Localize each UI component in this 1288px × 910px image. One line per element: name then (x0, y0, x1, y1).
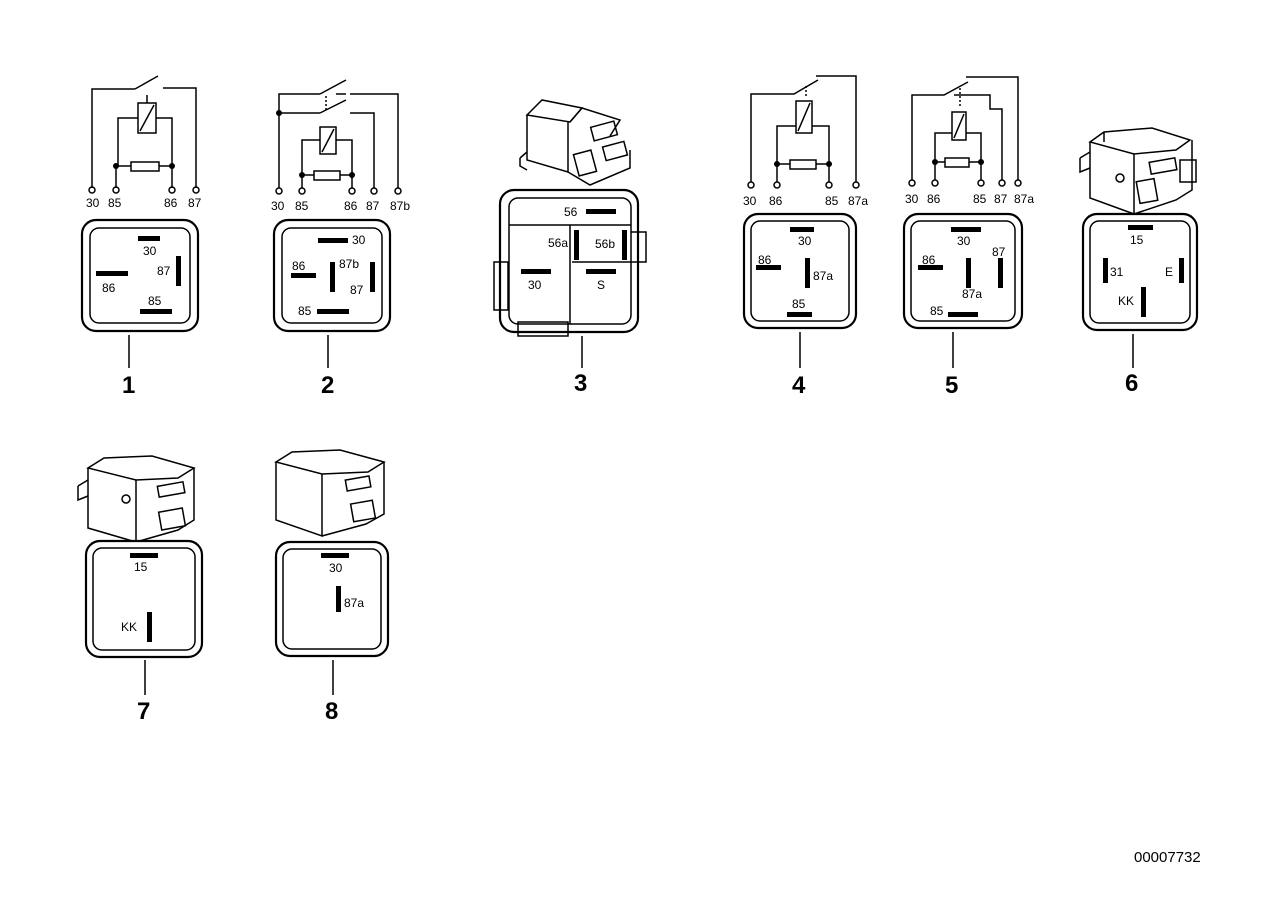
relay-1-face-85: 85 (148, 294, 162, 308)
relay-4: 30 86 85 87a 30 86 87a 85 4 (742, 75, 868, 399)
relay-4-number: 4 (792, 372, 806, 399)
relay-3-face: 56 56a 56b 30 S (493, 188, 647, 337)
relay-2-face-30: 30 (352, 233, 366, 247)
relay-5-terminal-85: 85 (973, 192, 987, 206)
relay-2-terminal-86: 86 (344, 199, 358, 213)
relay-2-number: 2 (321, 372, 334, 399)
relay-5-face-85: 85 (930, 304, 944, 318)
relay-2-face-87b: 87b (339, 257, 359, 271)
relay-1-number: 1 (122, 372, 135, 399)
relay-2-face-87: 87 (350, 283, 364, 297)
relay-6-face-E: E (1165, 265, 1173, 279)
relay-2-terminal-87: 87 (366, 199, 380, 213)
relay-5-face-87a: 87a (962, 287, 982, 301)
relay-5-face: 30 86 87 87a 85 (902, 212, 1024, 330)
relay-7-face: 15 KK (84, 539, 204, 659)
relay-8-number: 8 (325, 698, 338, 725)
relay-1-face: 30 86 87 85 (80, 218, 200, 333)
relay-6-housing-drawing (1079, 127, 1197, 216)
relay-7-face-15: 15 (134, 560, 148, 574)
relay-4-schematic: 30 86 85 87a (743, 75, 868, 208)
relay-4-terminal-30: 30 (743, 194, 757, 208)
relay-8-face: 30 87a (274, 540, 390, 658)
relay-7-housing-drawing (77, 455, 196, 543)
relay-5-terminal-30: 30 (905, 192, 919, 206)
relay-5: 30 86 85 87 87a 30 86 87 87a 85 5 (902, 76, 1034, 399)
relay-5-number: 5 (945, 372, 958, 399)
relay-1-face-86: 86 (102, 281, 116, 295)
relay-5-face-30: 30 (957, 234, 971, 248)
relay-1-face-30: 30 (143, 244, 157, 258)
relay-2-terminal-30: 30 (271, 199, 285, 213)
relay-5-face-87: 87 (992, 245, 1006, 259)
relay-4-face-87a: 87a (813, 269, 833, 283)
relay-4-face-86: 86 (758, 253, 772, 267)
relay-5-schematic: 30 86 85 87 87a (905, 76, 1034, 206)
relay-3-face-56: 56 (564, 205, 578, 219)
relay-6: 15 31 E KK 6 (1079, 127, 1199, 397)
relay-1-terminal-86: 86 (164, 196, 178, 210)
relay-1-schematic: 30 85 86 87 (86, 75, 202, 210)
relay-8-face-87a: 87a (344, 596, 364, 610)
relay-3-face-30: 30 (528, 278, 542, 292)
relay-7-face-KK: KK (121, 620, 137, 634)
relay-6-face-15: 15 (1130, 233, 1144, 247)
relay-2-terminal-85: 85 (295, 199, 309, 213)
relay-5-face-86: 86 (922, 253, 936, 267)
relay-2-face-85: 85 (298, 304, 312, 318)
relay-2-face: 30 86 87b 87 85 (272, 218, 392, 333)
relay-1-terminal-87: 87 (188, 196, 202, 210)
relay-7-number: 7 (137, 698, 150, 725)
relay-5-terminal-86: 86 (927, 192, 941, 206)
relay-4-face-85: 85 (792, 297, 806, 311)
relay-4-terminal-87a: 87a (848, 194, 868, 208)
relay-3-housing-drawing (519, 99, 631, 186)
relay-7: 15 KK 7 (77, 455, 204, 725)
relay-2-schematic: 30 85 86 87 87b (271, 79, 410, 213)
relay-2-terminal-87b: 87b (390, 199, 410, 213)
relay-3: 56 56a 56b 30 S 3 (493, 99, 647, 397)
relay-8-housing-drawing (274, 449, 386, 538)
relay-1-terminal-85: 85 (108, 196, 122, 210)
relay-3-face-S: S (597, 278, 605, 292)
relay-6-number: 6 (1125, 370, 1138, 397)
relay-6-face: 15 31 E KK (1081, 212, 1199, 332)
relay-2: 30 85 86 87 87b 30 86 87b 87 85 2 (271, 79, 410, 399)
relay-1-terminal-30: 30 (86, 196, 100, 210)
relay-2-face-86: 86 (292, 259, 306, 273)
relay-6-face-31: 31 (1110, 265, 1124, 279)
relay-8-face-30: 30 (329, 561, 343, 575)
relay-4-face-30: 30 (798, 234, 812, 248)
relay-3-face-56a: 56a (548, 236, 568, 250)
relay-6-face-KK: KK (1118, 294, 1134, 308)
relay-3-face-56b: 56b (595, 237, 615, 251)
relay-5-terminal-87: 87 (994, 192, 1008, 206)
relay-1: 30 85 86 87 30 86 87 85 1 (80, 75, 202, 399)
relay-4-terminal-85: 85 (825, 194, 839, 208)
relay-1-face-87: 87 (157, 264, 171, 278)
document-id: 00007732 (1134, 849, 1201, 866)
relay-4-terminal-86: 86 (769, 194, 783, 208)
relay-8: 30 87a 8 (274, 449, 390, 725)
relay-5-terminal-87a: 87a (1014, 192, 1034, 206)
relay-3-number: 3 (574, 370, 587, 397)
relay-4-face: 30 86 87a 85 (742, 212, 858, 330)
